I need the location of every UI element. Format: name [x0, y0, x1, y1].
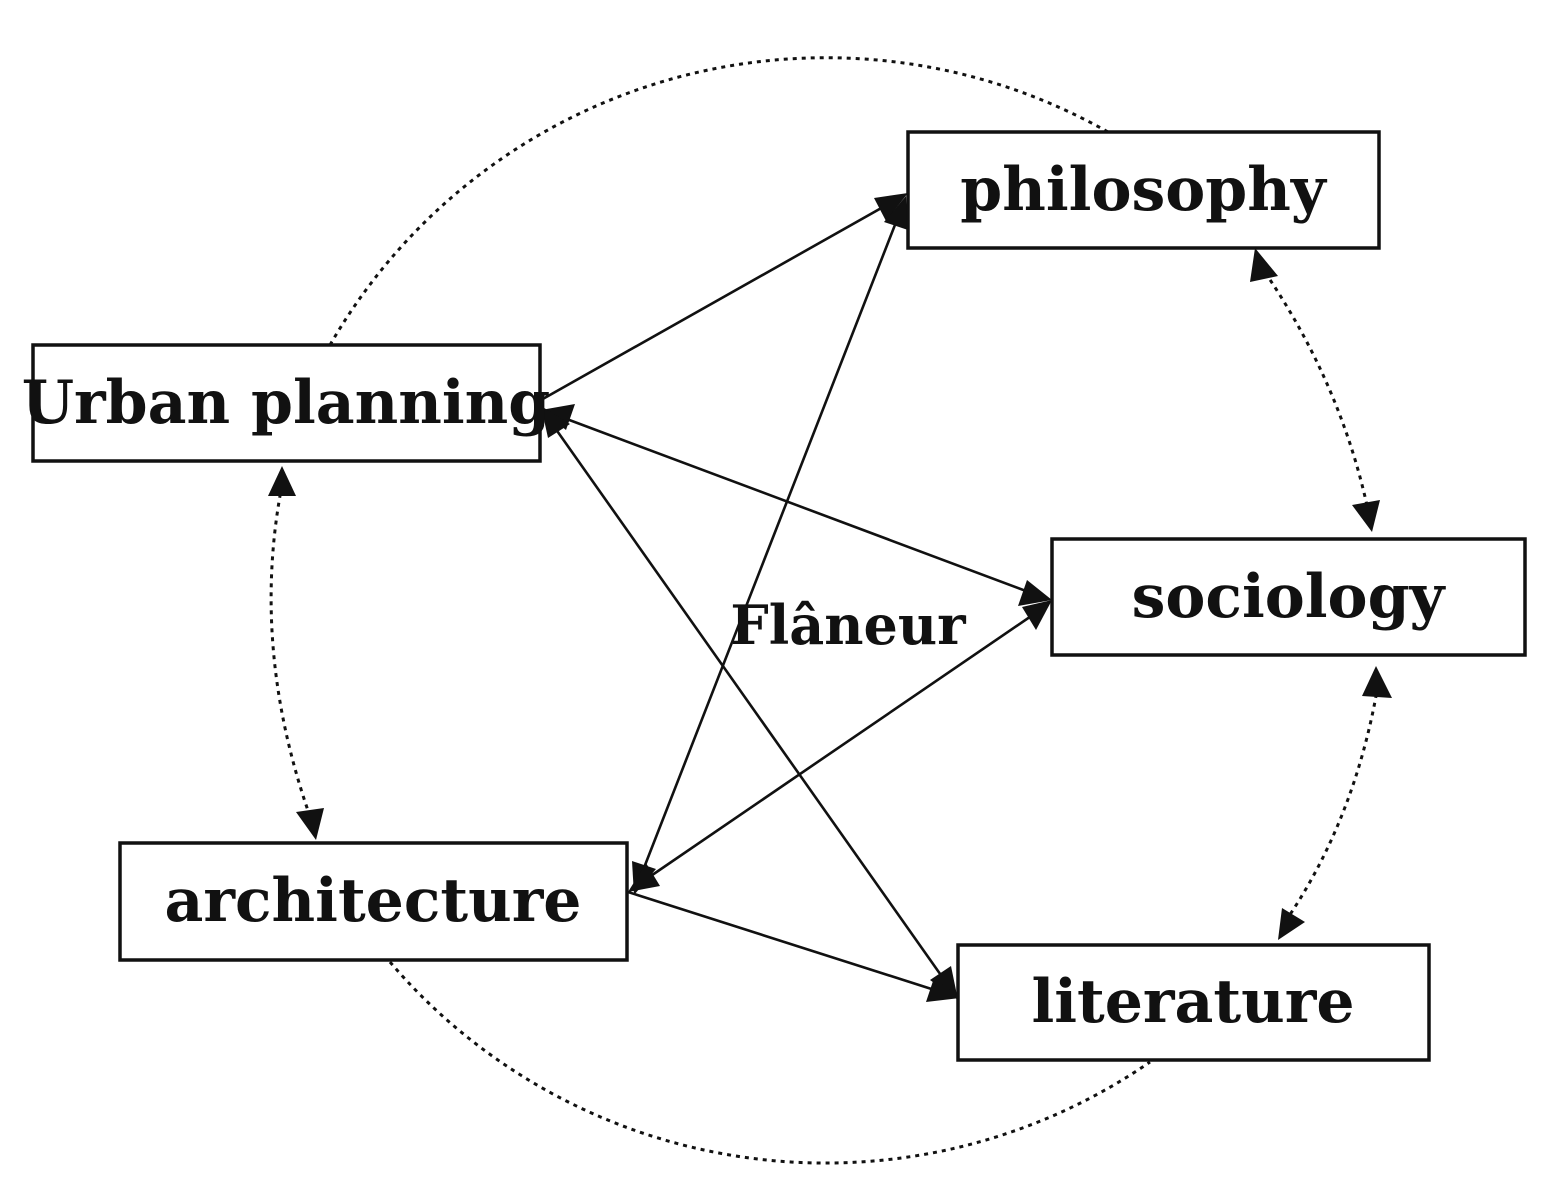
node-philosophy: philosophy	[906, 130, 1381, 250]
center-label-flaneur: Flâneur	[730, 593, 966, 657]
arrowhead-literature-top	[1278, 908, 1305, 940]
arrowhead-line-urban-philosophy	[874, 193, 908, 221]
node-literature-box	[956, 943, 1431, 1062]
arrowhead-line-sociology-from-urban	[1018, 580, 1052, 606]
arrowhead-line-architecture-literature	[926, 978, 960, 1002]
node-architecture-label: architecture	[165, 866, 582, 936]
arrowhead-line-sociology-from-architecture	[1022, 600, 1052, 630]
node-literature-label: literature	[1031, 967, 1354, 1037]
node-philosophy-box	[906, 130, 1381, 250]
node-sociology-box	[1050, 537, 1527, 657]
arrowhead-architecture-top	[296, 808, 324, 840]
dotted-arc-bottom	[388, 961, 1151, 1165]
node-urban-planning-label: Urban planning	[22, 368, 551, 438]
node-sociology-label: sociology	[1132, 562, 1447, 632]
arrowhead-line-architecture-from-sociology	[628, 863, 660, 892]
dotted-connector-philosophy-sociology	[1258, 264, 1370, 511]
arrowhead-line-philosophy-from-architecture	[884, 196, 908, 230]
node-literature: literature	[956, 943, 1431, 1062]
dotted-connector-sociology-literature	[1283, 684, 1380, 923]
arrowhead-philosophy-end	[1250, 248, 1278, 282]
line-architecture-philosophy	[638, 211, 902, 879]
arrowhead-urban-bottom	[268, 466, 296, 496]
arrowhead-sociology-top	[1352, 500, 1380, 532]
line-urban-philosophy	[540, 200, 893, 402]
node-sociology: sociology	[1050, 537, 1527, 657]
node-architecture-box	[118, 841, 629, 962]
node-urban-planning-box	[31, 343, 542, 463]
node-philosophy-label: philosophy	[960, 155, 1328, 225]
node-architecture: architecture	[118, 841, 629, 962]
line-urban-literature	[546, 417, 952, 989]
dotted-arc-top	[328, 56, 1109, 346]
line-urban-sociology	[555, 413, 1035, 596]
arrowhead-line-urban-from-literature	[541, 406, 570, 438]
dotted-connector-urban-architecture	[269, 484, 314, 823]
arrowhead-sociology-bottom	[1362, 666, 1392, 698]
line-architecture-sociology	[641, 608, 1041, 884]
node-urban-planning: Urban planning	[22, 343, 551, 463]
line-architecture-literature	[627, 890, 945, 995]
